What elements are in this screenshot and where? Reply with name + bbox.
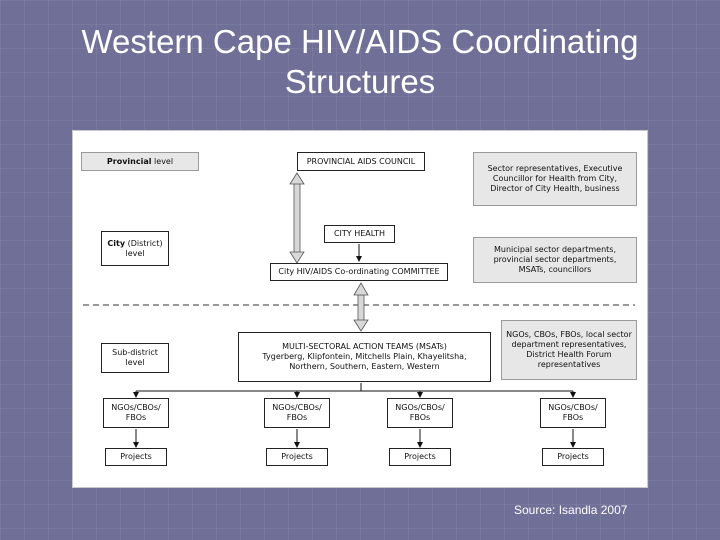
ngo-box-2: NGOs/CBOs/ FBOs [264,398,330,428]
projects-box-2-text: Projects [281,452,313,461]
city-committee-text: City HIV/AIDS Co-ordinating COMMITTEE [278,267,440,276]
ngo-box-4-line1: NGOs/CBOs/ [548,403,598,412]
msats-line1: MULTI-SECTORAL ACTION TEAMS (MSATs) [282,342,447,351]
projects-box-2: Projects [266,448,328,466]
city-level-bold: City [107,238,126,248]
municipal-line3: MSATs, councillors [518,265,592,274]
double-arrow-2 [353,282,369,332]
ngo-box-3-line2: FBOs [409,413,431,422]
msats-box: MULTI-SECTORAL ACTION TEAMS (MSATs) Tyge… [238,332,491,382]
provincial-aids-council-text: PROVINCIAL AIDS COUNCIL [306,156,416,166]
msats-line3: Northern, Southern, Eastern, Western [289,362,440,371]
city-level-label: City (District) level [101,231,169,266]
city-level-line2: level [125,248,145,258]
municipal-line2: provincial sector departments, [493,255,617,264]
provincial-level-rest: level [151,156,174,166]
provincial-aids-council: PROVINCIAL AIDS COUNCIL [297,152,425,171]
source-caption: Source: Isandla 2007 [514,503,628,517]
sector-representatives-box: Sector representatives, Executive Counci… [473,152,637,206]
ngo-reps-line3: District Health Forum [526,350,612,359]
msats-line2: Tygerberg, Klipfontein, Mitchells Plain,… [262,352,467,361]
subdistrict-line2: level [125,358,145,367]
projects-box-1: Projects [105,448,167,466]
city-committee-box: City HIV/AIDS Co-ordinating COMMITTEE [270,263,448,281]
provincial-level-label: Provincial level [81,152,199,171]
city-level-rest: (District) [125,238,163,248]
ngo-box-2-line1: NGOs/CBOs/ [272,403,322,412]
projects-box-4: Projects [542,448,604,466]
projects-box-4-text: Projects [557,452,589,461]
ngo-box-4: NGOs/CBOs/ FBOs [540,398,606,428]
diagram-panel: Provincial level City (District) level S… [72,130,648,488]
ngo-reps-line2: department representatives, [511,340,627,349]
connector-lines [83,172,635,448]
title-line-1: Western Cape HIV/AIDS Coordinating [81,23,639,60]
municipal-line1: Municipal sector departments, [493,245,617,254]
ngo-box-1-line1: NGOs/CBOs/ [111,403,161,412]
projects-box-1-text: Projects [120,452,152,461]
ngo-box-1-line2: FBOs [125,413,147,422]
ngo-reps-line1: NGOs, CBOs, FBOs, local sector [506,330,632,339]
ngo-box-3-line1: NGOs/CBOs/ [395,403,445,412]
city-health-box: CITY HEALTH [324,225,395,243]
ngo-representatives-box: NGOs, CBOs, FBOs, local sector departmen… [501,320,637,380]
provincial-level-bold: Provincial [106,156,152,166]
sector-reps-line3: Director of City Health, business [490,184,620,193]
double-arrow-1 [289,172,305,264]
slide-title: Western Cape HIV/AIDS Coordinating Struc… [0,22,720,102]
subdistrict-line1: Sub-district [112,348,158,357]
subdistrict-level-label: Sub-district level [101,343,169,373]
sector-reps-line2: Councillor for Health from City, [492,174,618,183]
sector-reps-line1: Sector representatives, Executive [487,164,623,173]
title-line-2: Structures [284,63,436,100]
city-health-text: CITY HEALTH [333,229,386,238]
projects-box-3-text: Projects [404,452,436,461]
ngo-box-1: NGOs/CBOs/ FBOs [103,398,169,428]
municipal-sector-box: Municipal sector departments, provincial… [473,237,637,283]
ngo-box-2-line2: FBOs [286,413,308,422]
ngo-reps-line4: representatives [537,360,601,369]
ngo-box-4-line2: FBOs [562,413,584,422]
projects-box-3: Projects [389,448,451,466]
ngo-box-3: NGOs/CBOs/ FBOs [387,398,453,428]
